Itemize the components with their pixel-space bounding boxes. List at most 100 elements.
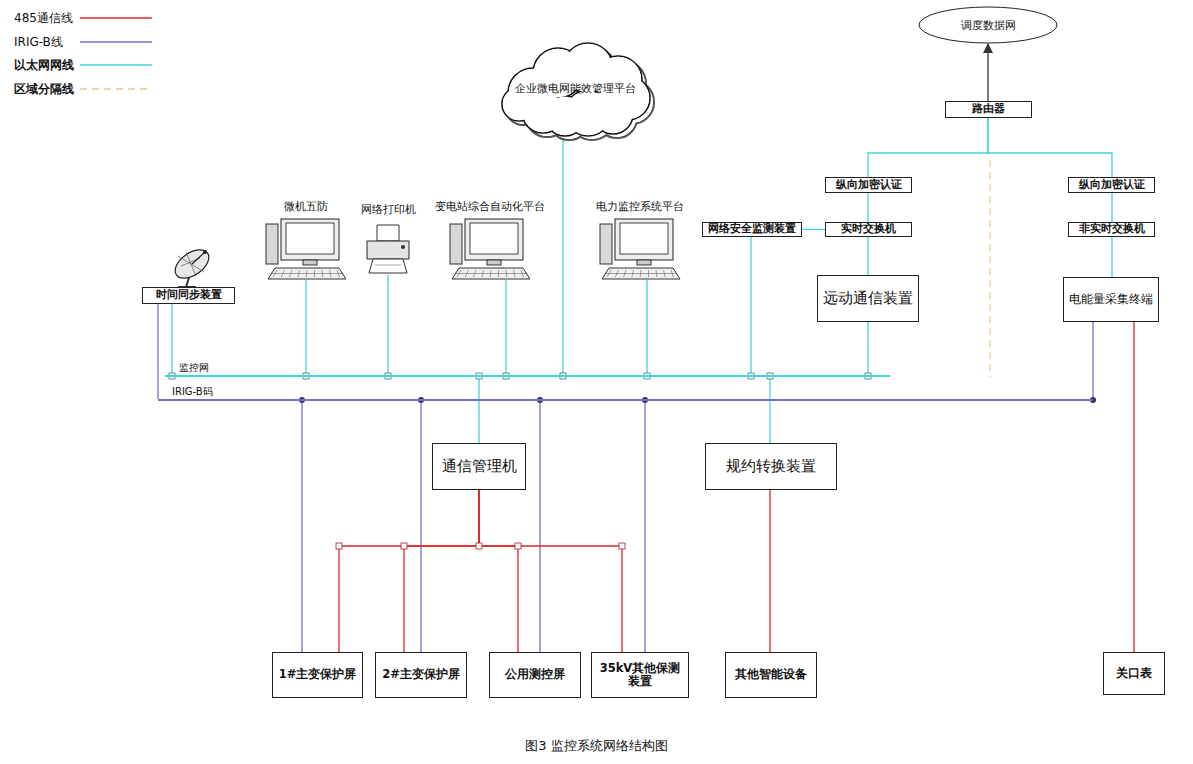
node-label: 35kV其他保测装置 <box>596 662 684 688</box>
legend-row: 以太网网线 <box>14 55 164 79</box>
panel-box: 2#主变保护屏 <box>375 652 467 698</box>
router-box: 路由器 <box>945 101 1032 118</box>
device-box: 规约转换装置 <box>705 443 837 490</box>
node-label: 远动通信装置 <box>823 290 913 307</box>
node-label: 网络打印机 <box>361 203 416 217</box>
computer-station: 电力监控系统平台 <box>590 200 690 280</box>
legend-row: 485通信线 <box>14 8 164 32</box>
connector <box>1111 193 1112 222</box>
panel-box: 公用测控屏 <box>489 652 581 698</box>
node-label: 微机五防 <box>284 200 328 214</box>
figure-caption: 图3 监控系统网络结构图 <box>0 737 1193 755</box>
legend-text: 485通信线 <box>14 10 73 27</box>
node-label: 网络安全监测装置 <box>708 223 796 236</box>
printer-icon <box>363 223 413 275</box>
connector <box>339 490 479 652</box>
node-label: 电能量采集终端 <box>1069 293 1153 307</box>
connector <box>802 229 826 230</box>
node-label: 路由器 <box>972 103 1005 116</box>
device-box: 远动通信装置 <box>817 275 919 322</box>
legend-text: IRIG-B线 <box>14 34 63 51</box>
connector <box>387 275 388 375</box>
device-box: 通信管理机 <box>432 443 526 490</box>
connector <box>404 490 479 652</box>
connector <box>562 138 563 375</box>
computer-icon <box>599 218 681 280</box>
legend-text: 以太网网线 <box>14 57 74 74</box>
node-label: 通信管理机 <box>442 458 517 475</box>
connector <box>301 401 302 652</box>
connector <box>750 237 751 375</box>
legend-row: 区域分隔线 <box>14 79 164 103</box>
connector <box>420 401 421 652</box>
node-label: 调度数据网 <box>961 18 1016 33</box>
legend-swatch <box>80 79 154 99</box>
panel-box: 1#主变保护屏 <box>272 652 363 698</box>
node-label: 变电站综合自动化平台 <box>435 200 545 214</box>
satellite-dish <box>170 244 214 287</box>
node-label: 时间同步装置 <box>156 289 222 302</box>
node-label: 其他智能设备 <box>735 668 807 681</box>
network-ellipse: 调度数据网 <box>918 6 1058 44</box>
node-label: 规约转换装置 <box>726 458 816 475</box>
node-label: 2#主变保护屏 <box>382 668 460 681</box>
computer-station: 微机五防 <box>256 200 356 280</box>
device-box: 电能量采集终端 <box>1063 277 1159 322</box>
node-label: IRIG-B码 <box>171 386 214 397</box>
computer-icon <box>449 218 531 280</box>
node-label: 纵向加密认证 <box>1079 179 1145 192</box>
time-sync-box: 时间同步装置 <box>142 287 235 304</box>
node-label: 关口表 <box>1116 667 1152 680</box>
legend-swatch <box>80 55 154 75</box>
encryption-box: 纵向加密认证 <box>1068 177 1155 193</box>
switch-box: 非实时交换机 <box>1068 222 1155 237</box>
switch-box: 实时交换机 <box>825 222 912 237</box>
device-box: 其他智能设备 <box>725 652 817 698</box>
rs485-taps <box>336 543 625 549</box>
printer-station: 网络打印机 <box>348 203 428 275</box>
connector <box>769 377 770 443</box>
connector <box>867 322 868 375</box>
cloud-platform: 企业微电网能效管理平台 <box>493 38 657 138</box>
monitor-box: 网络安全监测装置 <box>702 222 802 237</box>
legend-row: IRIG-B线 <box>14 32 164 56</box>
connector <box>479 490 518 652</box>
connector <box>478 377 479 443</box>
panel-box: 35kV其他保测装置 <box>591 652 689 698</box>
legend-swatch <box>80 8 154 28</box>
connector <box>539 401 540 652</box>
encryption-box: 纵向加密认证 <box>825 177 912 193</box>
computer-icon <box>265 218 347 280</box>
connector <box>479 490 622 652</box>
irigb-bus: IRIG-B码 <box>158 399 1093 401</box>
connector <box>867 237 868 275</box>
connector <box>1133 322 1134 652</box>
legend-swatch <box>80 32 154 52</box>
node-label: 企业微电网能效管理平台 <box>515 81 636 96</box>
computer-station: 变电站综合自动化平台 <box>432 200 548 280</box>
connector <box>157 304 158 399</box>
node-label: 非实时交换机 <box>1079 223 1145 236</box>
connector <box>988 118 1112 177</box>
connector <box>171 304 172 375</box>
node-label: 监控网 <box>178 362 210 373</box>
caption-text: 图3 监控系统网络结构图 <box>525 738 667 753</box>
connector <box>644 401 645 652</box>
connector <box>305 280 306 375</box>
connector <box>505 280 506 375</box>
legend-text: 区域分隔线 <box>14 81 74 98</box>
connector <box>868 118 988 177</box>
connector <box>646 280 647 375</box>
node-label: 1#主变保护屏 <box>279 668 357 681</box>
connector <box>867 193 868 222</box>
node-label: 电力监控系统平台 <box>596 200 684 214</box>
legend: 485通信线 IRIG-B线以太网网线区域分隔线 <box>14 8 164 102</box>
connector <box>769 490 770 652</box>
connector <box>1092 322 1093 399</box>
meter-box: 关口表 <box>1103 652 1165 695</box>
node-label: 公用测控屏 <box>505 668 565 681</box>
ethernet-bus: 监控网 <box>165 375 890 377</box>
connector <box>987 44 988 101</box>
connector <box>1111 237 1112 277</box>
node-label: 纵向加密认证 <box>836 179 902 192</box>
